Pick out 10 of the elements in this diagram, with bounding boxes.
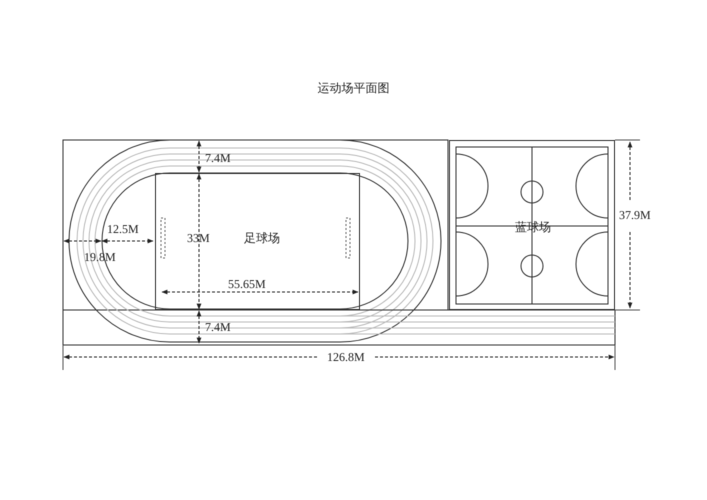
diagram-title: 运动场平面图 bbox=[316, 81, 390, 95]
dimension-label: 126.8M bbox=[327, 350, 365, 364]
dimension-label: 55.65M bbox=[228, 277, 266, 291]
field-label: 足球场 bbox=[244, 230, 280, 247]
dimension-label: 12.5M bbox=[107, 222, 139, 236]
football-field bbox=[155, 173, 360, 310]
dimension-label: 37.9M bbox=[619, 208, 651, 222]
dimension-label: 7.4M bbox=[205, 151, 231, 165]
dimension-label: 33M bbox=[187, 231, 210, 245]
dimension-label: 7.4M bbox=[205, 320, 231, 334]
